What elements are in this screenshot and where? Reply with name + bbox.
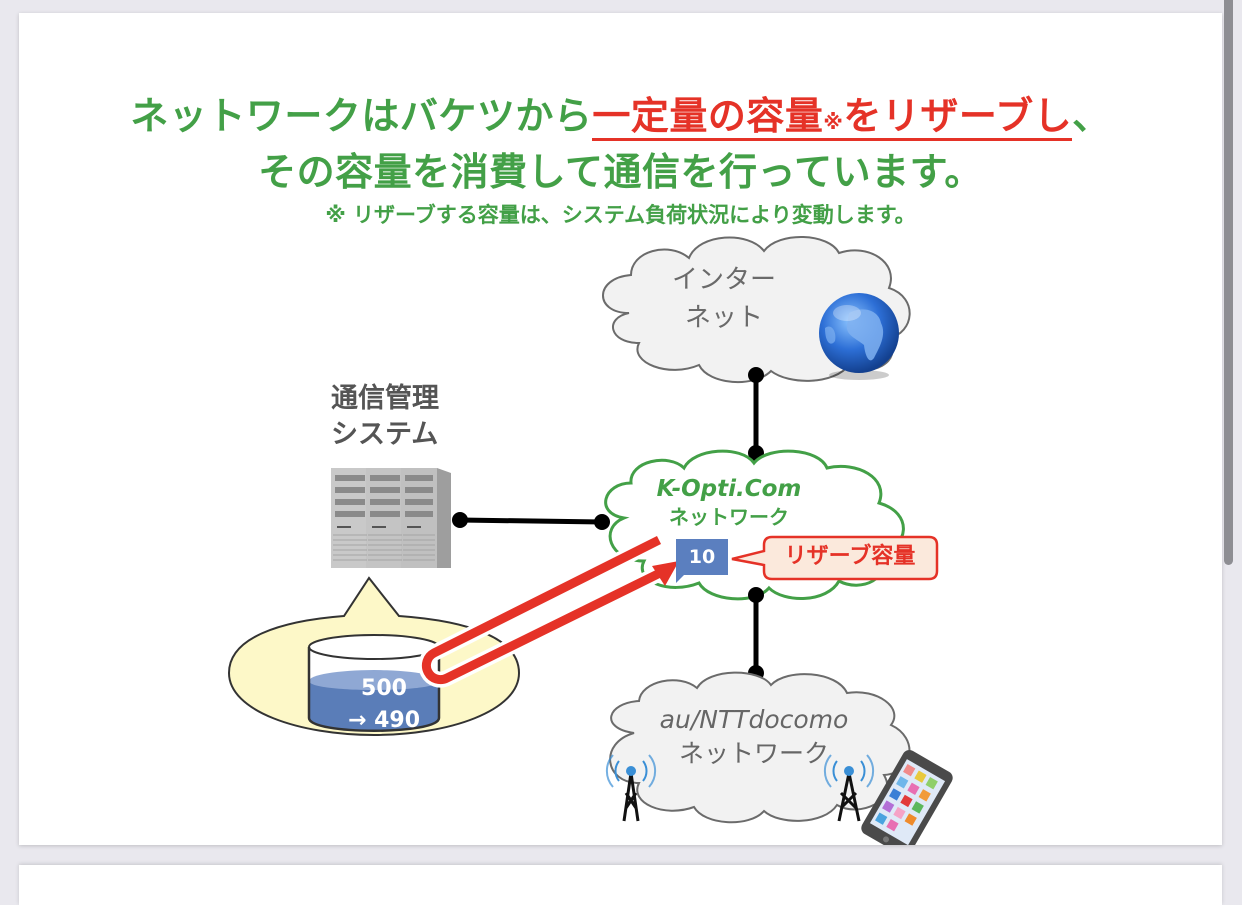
highlight-text: 一定量の容量 [592, 94, 824, 138]
headline-line1: ネットワークはバケツから一定量の容量※をリザーブし、 [19, 85, 1222, 141]
internet-label: インター ネット [659, 261, 789, 337]
kopti-name: K-Opti.Com [656, 476, 802, 502]
reserved-callout-label: リザーブ容量 [784, 544, 916, 569]
headline-line2: その容量を消費して通信を行っています。 [258, 150, 983, 194]
highlight-text-2: をリザーブし [843, 94, 1073, 138]
bucket-before: 500 [361, 676, 407, 701]
kopti-label: K-Opti.Com ネットワーク [639, 475, 819, 531]
headline-note: ※ リザーブする容量は、システム負荷状況により変動します。 [325, 203, 916, 227]
bucket-values: 500 → 490 [319, 673, 449, 737]
scrollbar-thumb[interactable] [1224, 0, 1233, 565]
bucket-icon [307, 634, 441, 732]
server-rack-icon [331, 468, 451, 568]
smartphone-icon [861, 749, 953, 845]
label-line: インター [671, 265, 776, 295]
slide-page: ネットワークはバケツから一定量の容量※をリザーブし、 その容量を消費して通信を行… [19, 13, 1222, 845]
network-diagram [227, 236, 953, 845]
headline-text: ネットワークはバケツから [130, 94, 593, 138]
kopti-subtitle: ネットワーク [669, 505, 789, 529]
link-internet-kopti [748, 367, 764, 461]
mobile-subtitle: ネットワーク [678, 739, 829, 768]
antenna-tower-icon [605, 754, 657, 822]
reserve-flow-arrow [418, 532, 679, 688]
mobile-network-label: au/NTTdocomo ネットワーク [614, 703, 894, 771]
label-line: ネット [684, 303, 763, 333]
reserved-value: 10 [688, 546, 716, 568]
reserved-callout [731, 535, 939, 581]
antenna-tower-icon [823, 754, 875, 822]
link-server-kopti [452, 512, 610, 530]
mobile-name: au/NTTdocomo [659, 705, 849, 734]
management-system-label: 通信管理 システム [331, 381, 439, 453]
reserved-box [676, 539, 728, 583]
note-mark: ※ [823, 110, 844, 134]
headline-highlight: 一定量の容量※をリザーブし [592, 94, 1073, 141]
label-line: 通信管理 [331, 383, 439, 414]
globe-icon [819, 293, 899, 380]
headline-comma: 、 [1072, 94, 1111, 138]
next-page [19, 865, 1222, 905]
bucket-after: → 490 [347, 708, 420, 733]
link-kopti-mobile [748, 587, 764, 681]
label-line: システム [331, 419, 439, 450]
